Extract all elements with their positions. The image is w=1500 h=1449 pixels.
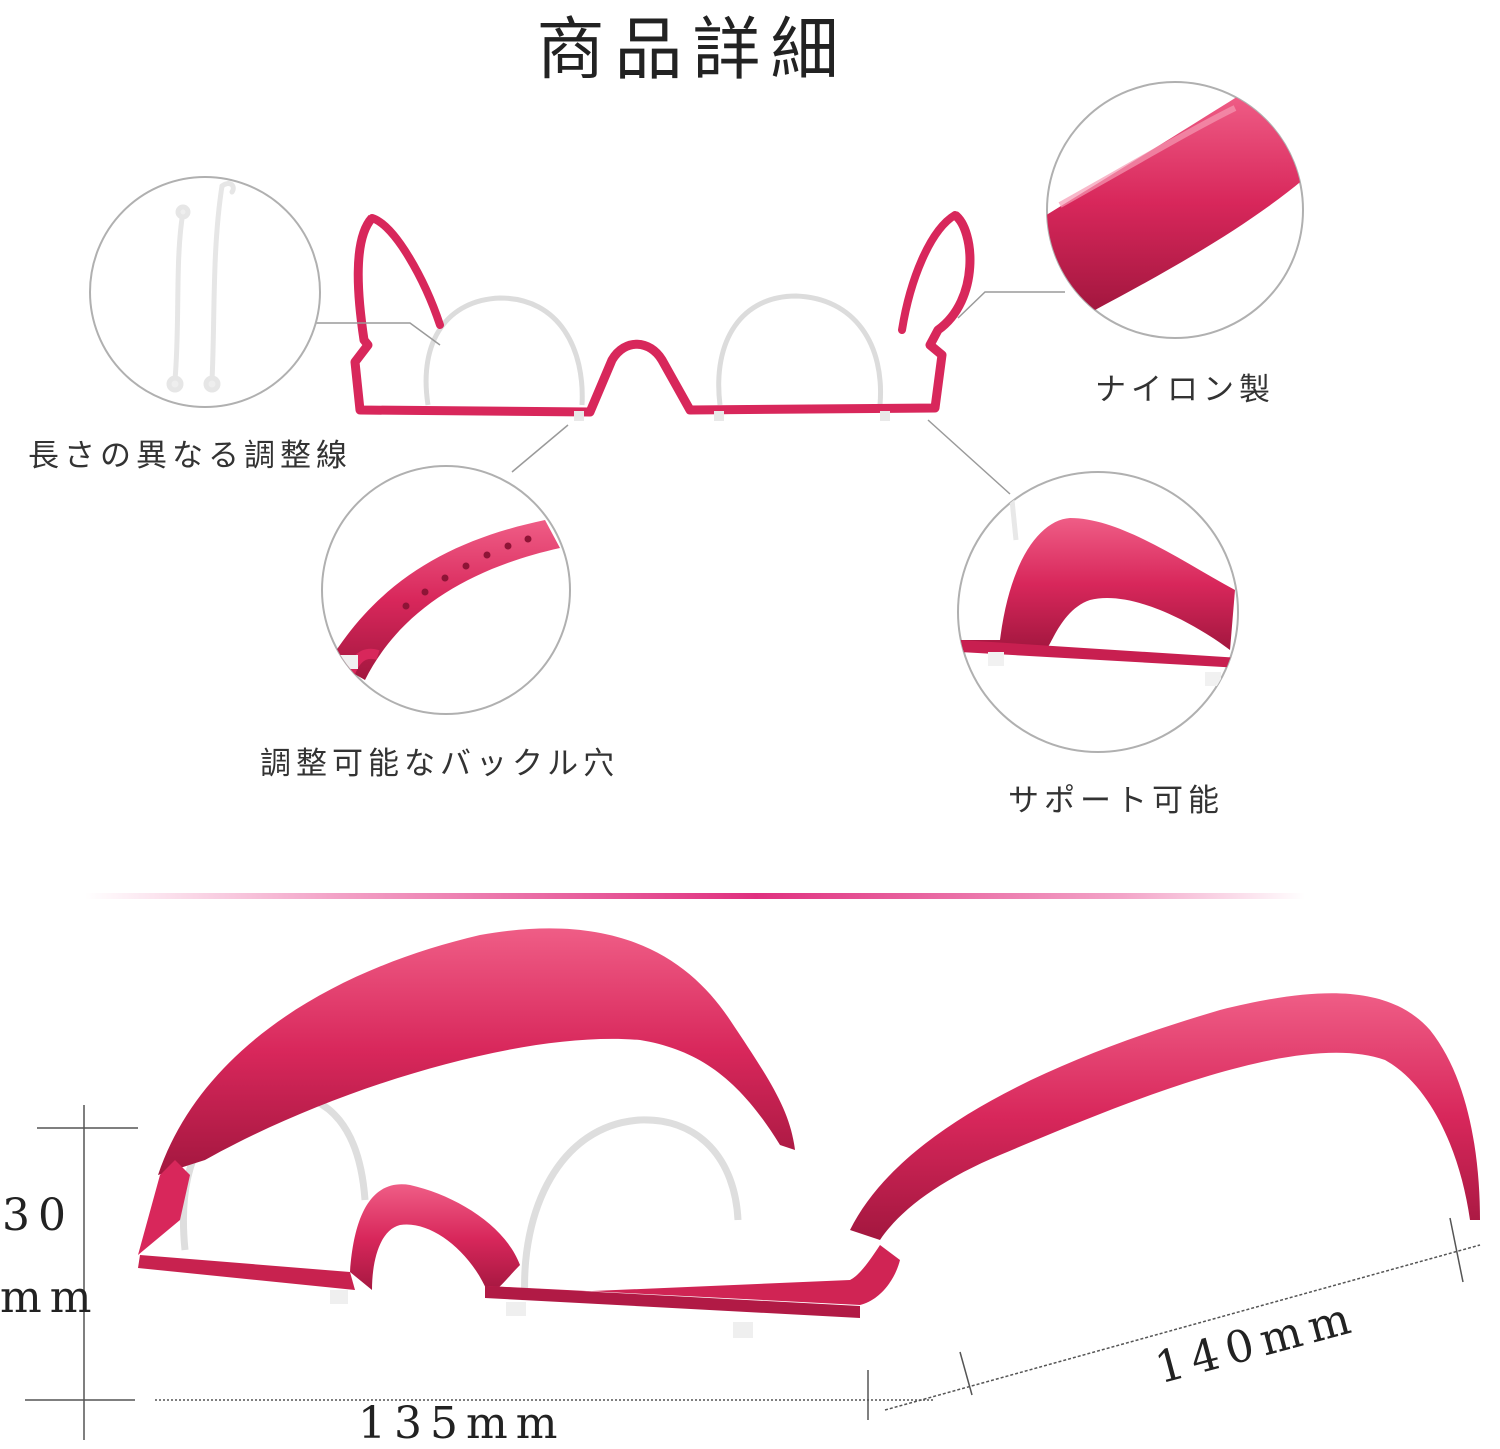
detail-circle-support <box>957 471 1239 753</box>
callout-adjust-lines: 長さの異なる調整線 <box>28 438 352 474</box>
page-title: 商品詳細 <box>536 11 849 90</box>
callout-support: サポート可能 <box>1008 783 1224 819</box>
detail-circle-buckle-holes <box>321 465 571 715</box>
callout-buckle-holes: 調整可能なバックル穴 <box>260 746 620 782</box>
width-dimension: 135mm <box>358 1398 566 1449</box>
detail-circle-adjust-lines <box>89 176 321 408</box>
height-value: 30 <box>2 1190 74 1241</box>
callout-nylon: ナイロン製 <box>1095 372 1275 408</box>
large-glasses <box>138 928 1480 1338</box>
section-divider <box>85 893 1305 899</box>
top-glasses <box>350 211 975 421</box>
dimension-lines <box>25 1105 1481 1440</box>
detail-circle-nylon <box>1046 81 1304 339</box>
height-unit: mm <box>0 1272 100 1323</box>
